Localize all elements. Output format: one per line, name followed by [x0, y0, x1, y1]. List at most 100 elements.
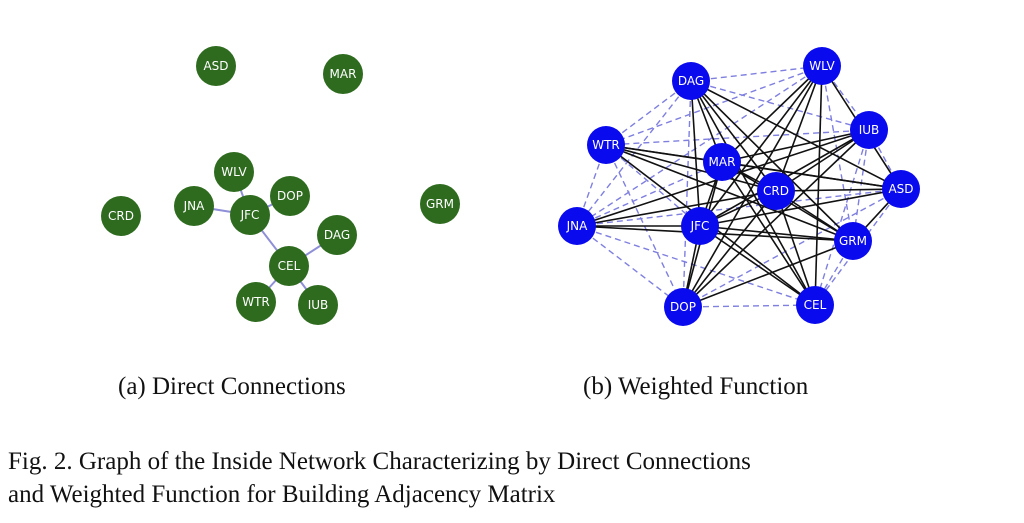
- panel-b-node-circle: [803, 47, 841, 85]
- panel-a-node-cel: CEL: [269, 246, 309, 286]
- figure-caption-line-1: Fig. 2. Graph of the Inside Network Char…: [8, 448, 751, 475]
- panel-b-weighted-function-graph: DAG WLV IUB WTR MAR CRD ASD JNA JFC GRM DOP CEL: [558, 47, 920, 326]
- panel-b-node-circle: [664, 288, 702, 326]
- panel-a-node-label: IUB: [308, 298, 329, 312]
- panel-b-dashed-edge-wtr-jfc: [605, 144, 701, 227]
- panel-b-solid-edge-wlv-crd: [775, 65, 823, 192]
- panel-b-solid-edge-grm-dop: [682, 240, 854, 308]
- panel-a-node-circle: [230, 195, 270, 235]
- panel-b-node-circle: [757, 172, 795, 210]
- panel-a-node-jna: JNA: [174, 186, 214, 226]
- panel-a-node-iub: IUB: [298, 285, 338, 325]
- panel-a-node-circle: [174, 186, 214, 226]
- panel-b-node-cel: CEL: [796, 286, 834, 324]
- panel-a-node-grm: GRM: [420, 184, 460, 224]
- panel-a-node-label: DAG: [324, 228, 350, 242]
- panel-b-dashed-edge-jna-mar: [576, 161, 723, 227]
- panel-b-solid-edge-wlv-jfc: [699, 65, 823, 227]
- panel-b-solid-edge-jfc-cel: [699, 225, 816, 306]
- panel-b-dashed-edge-jna-dop: [576, 225, 684, 308]
- panel-b-solid-edge-jfc-asd: [699, 188, 902, 227]
- panel-a-node-jfc: JFC: [230, 195, 270, 235]
- panel-b-node-circle: [672, 62, 710, 100]
- panel-a-node-label: DOP: [277, 189, 303, 203]
- panel-b-solid-edge-dag-grm: [690, 80, 854, 242]
- panel-b-nodes: DAG WLV IUB WTR MAR CRD ASD JNA JFC GRM DOP CEL: [558, 47, 920, 326]
- panel-a-node-circle: [236, 282, 276, 322]
- panel-b-node-label: IUB: [859, 123, 880, 137]
- panel-b-node-mar: MAR: [703, 143, 741, 181]
- panel-a-node-asd: ASD: [196, 46, 236, 86]
- panel-b-dashed-edge-asd-dop: [682, 188, 902, 308]
- panel-a-node-circle: [196, 46, 236, 86]
- panel-a-node-crd: CRD: [101, 196, 141, 236]
- panel-a-node-label: CRD: [108, 209, 134, 223]
- panel-b-node-dag: DAG: [672, 62, 710, 100]
- panel-b-solid-edge-jfc-grm: [699, 225, 854, 242]
- panel-b-dashed-edges: [576, 65, 902, 308]
- panel-a-node-label: JNA: [183, 199, 206, 213]
- panel-a-node-label: JFC: [240, 208, 260, 222]
- panel-a-node-wtr: WTR: [236, 282, 276, 322]
- panel-a-node-dop: DOP: [270, 176, 310, 216]
- panel-a-node-circle: [270, 176, 310, 216]
- panel-b-node-label: GRM: [839, 234, 867, 248]
- panel-b-solid-edge-wlv-cel: [814, 65, 823, 306]
- panel-b-node-label: MAR: [709, 155, 736, 169]
- panel-b-dashed-edge-dag-jna: [576, 80, 692, 227]
- panel-b-node-circle: [850, 111, 888, 149]
- panel-a-node-circle: [269, 246, 309, 286]
- panel-b-node-circle: [834, 222, 872, 260]
- panel-b-node-label: DAG: [678, 74, 704, 88]
- panel-b-node-circle: [558, 207, 596, 245]
- panel-b-node-label: ASD: [888, 182, 913, 196]
- panel-a-node-label: GRM: [426, 197, 454, 211]
- subcaption-b: (b) Weighted Function: [583, 373, 809, 400]
- panel-b-dashed-edge-dop-cel: [682, 304, 816, 308]
- panel-b-node-label: WTR: [592, 138, 620, 152]
- panel-b-dashed-edge-iub-wtr: [605, 129, 870, 146]
- panel-b-solid-edge-wlv-mar: [721, 65, 823, 163]
- panel-b-node-asd: ASD: [882, 170, 920, 208]
- panel-a-node-mar: MAR: [323, 54, 363, 94]
- panel-b-dashed-edge-dag-dop: [682, 80, 692, 308]
- panel-b-node-jfc: JFC: [681, 207, 719, 245]
- panel-b-solid-edge-iub-dop: [682, 129, 870, 308]
- panel-b-dashed-edge-jna-cel: [576, 225, 816, 306]
- panel-b-node-label: WLV: [809, 59, 835, 73]
- panel-b-solid-edge-wtr-grm: [605, 144, 854, 242]
- panel-b-solid-edge-dag-cel: [690, 80, 816, 306]
- panel-b-node-label: CEL: [804, 298, 827, 312]
- panel-a-node-wlv: WLV: [214, 152, 254, 192]
- panel-b-dashed-edge-wlv-wtr: [605, 65, 823, 146]
- panel-b-solid-edge-crd-dop: [682, 190, 777, 308]
- panel-b-dashed-edge-wlv-jna: [576, 65, 823, 227]
- panel-b-solid-edge-crd-asd: [775, 188, 902, 192]
- panel-a-node-dag: DAG: [317, 215, 357, 255]
- panel-a-node-circle: [323, 54, 363, 94]
- panel-b-node-label: DOP: [670, 300, 696, 314]
- panel-b-solid-edge-wtr-crd: [605, 144, 777, 192]
- panel-b-node-jna: JNA: [558, 207, 596, 245]
- panel-b-solid-edge-dag-jfc: [690, 80, 701, 227]
- panel-a-node-label: ASD: [203, 59, 228, 73]
- panel-b-solid-edge-dag-crd: [690, 80, 777, 192]
- panel-b-solid-edge-wlv-dop: [682, 65, 823, 308]
- panel-a-node-label: CEL: [278, 259, 301, 273]
- panel-b-node-wlv: WLV: [803, 47, 841, 85]
- panel-b-node-crd: CRD: [757, 172, 795, 210]
- panel-a-node-label: MAR: [330, 67, 357, 81]
- panel-b-node-circle: [796, 286, 834, 324]
- figure-caption-line-2: and Weighted Function for Building Adjac…: [8, 481, 556, 508]
- panel-b-node-circle: [703, 143, 741, 181]
- panel-b-solid-edge-mar-asd: [721, 161, 902, 190]
- panel-b-node-circle: [882, 170, 920, 208]
- panel-b-dashed-edge-iub-cel: [814, 129, 870, 306]
- panel-b-solid-edge-crd-jna: [576, 190, 777, 227]
- panel-b-dashed-edge-dag-wtr: [605, 80, 692, 146]
- panel-b-solid-edge-iub-mar: [721, 129, 870, 163]
- panel-b-node-label: JFC: [690, 219, 710, 233]
- panel-b-node-circle: [681, 207, 719, 245]
